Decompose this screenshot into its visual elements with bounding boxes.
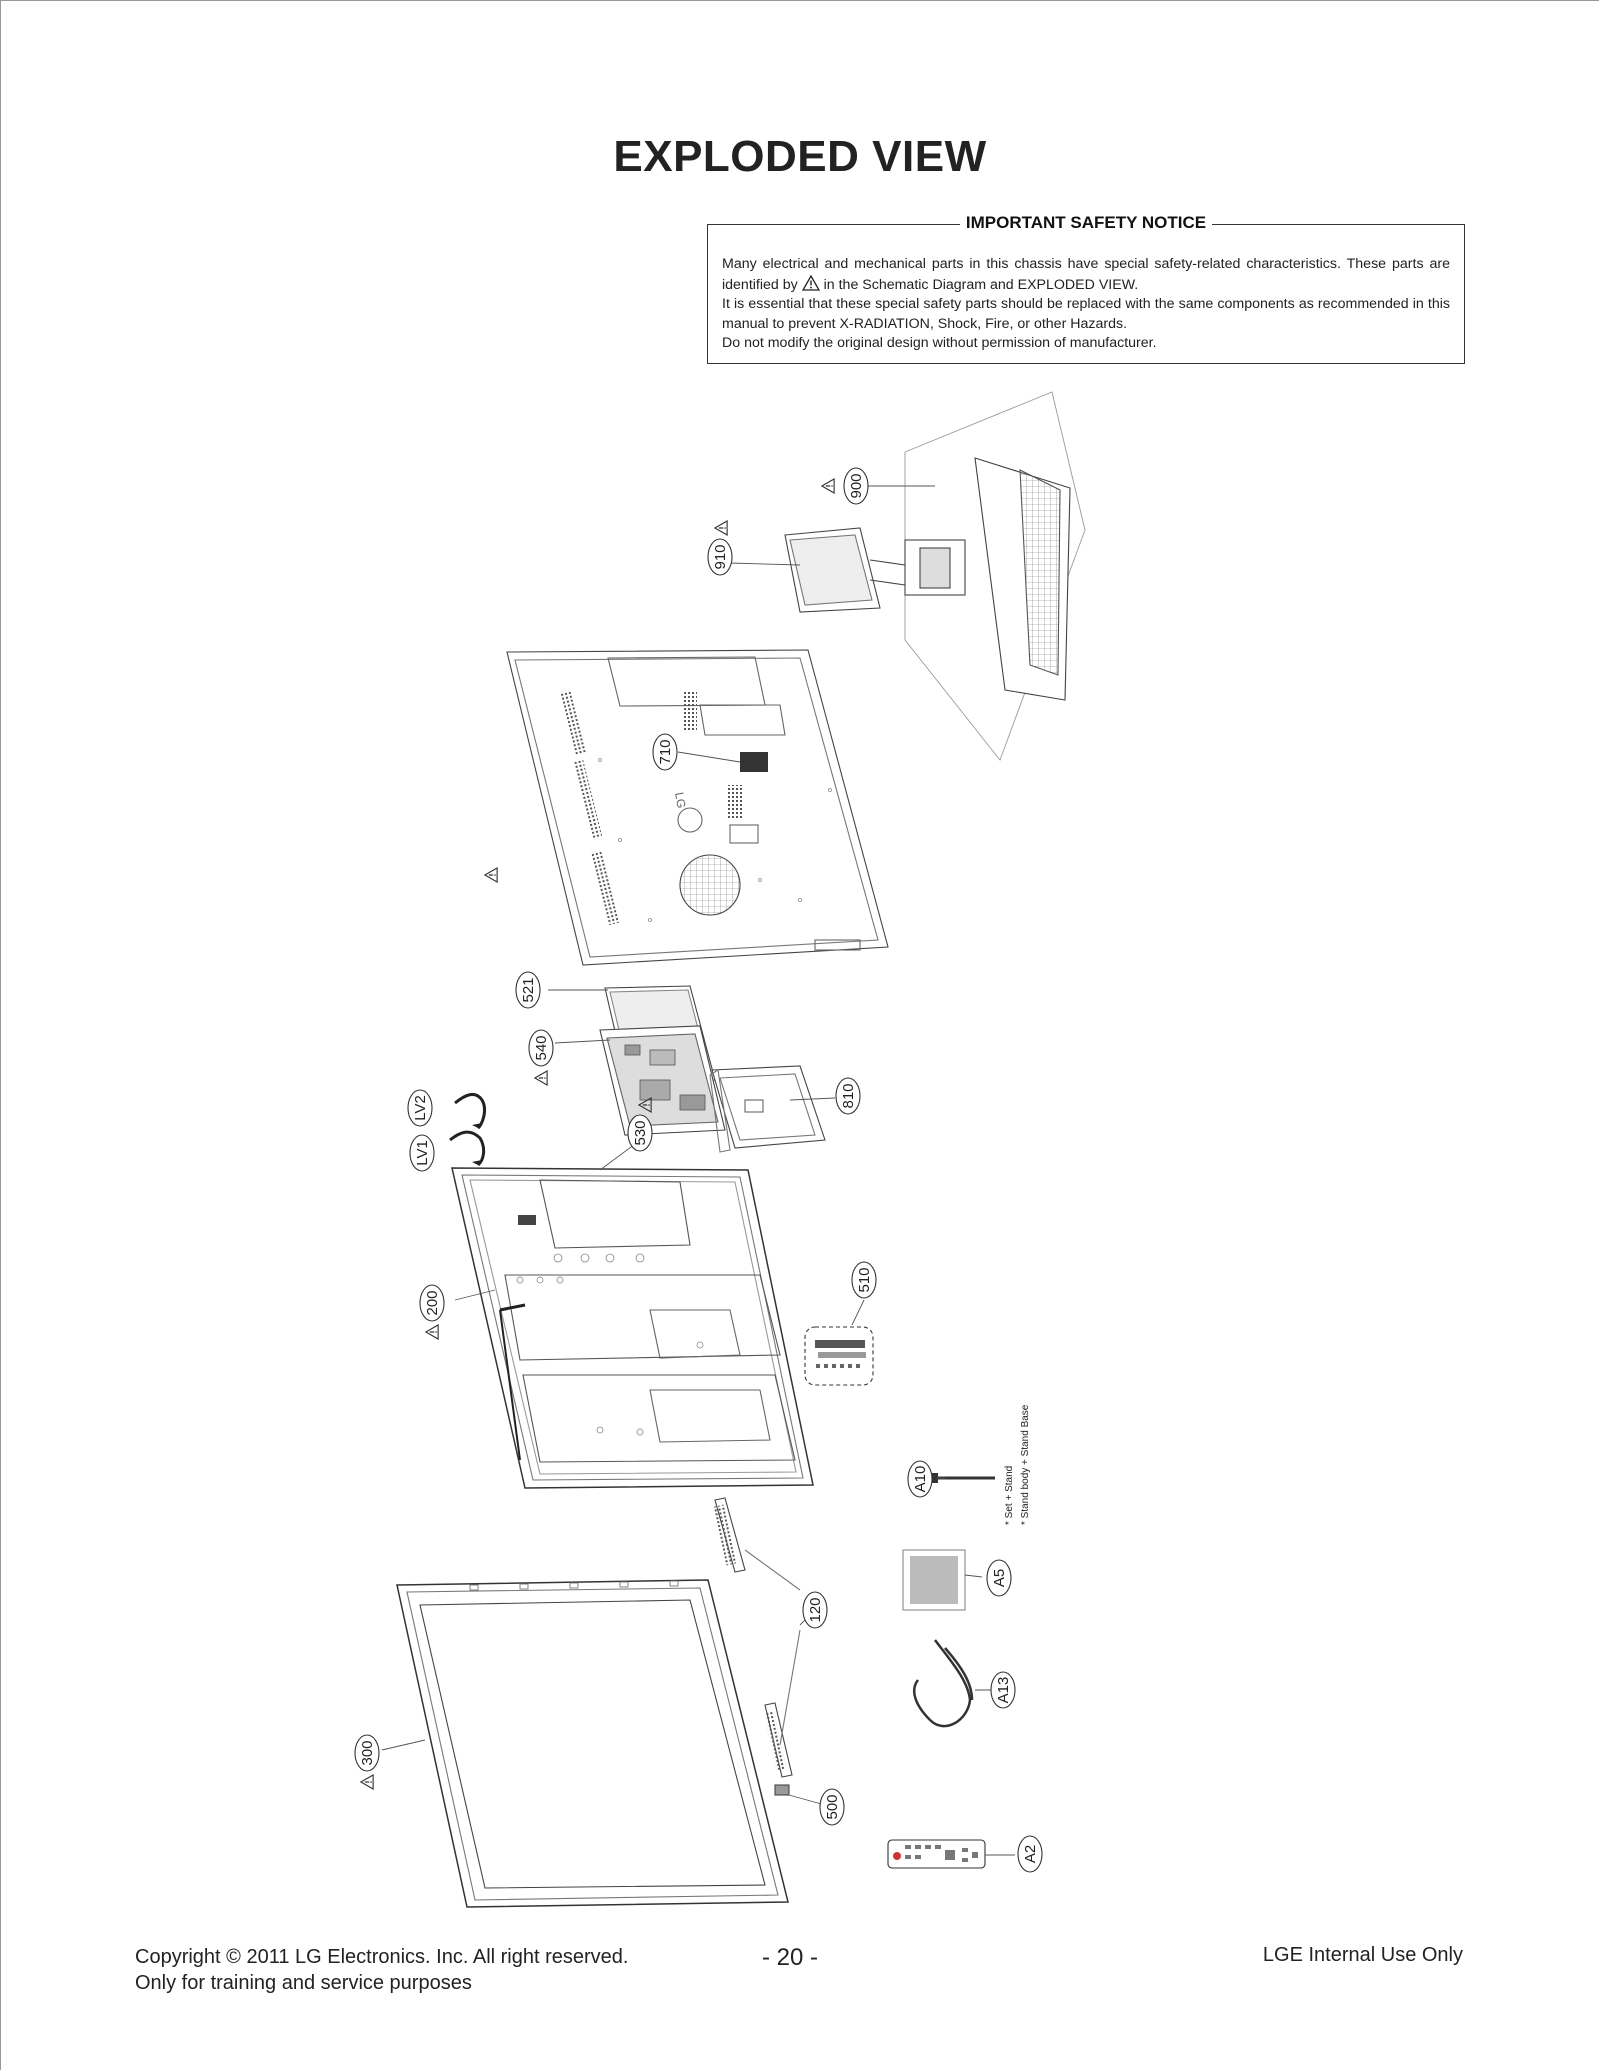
stand-base-grid: [1019, 469, 1061, 676]
cables-group: [449, 1092, 486, 1167]
part-label-540: 540: [533, 1035, 550, 1060]
part-label-530: 530: [632, 1120, 649, 1145]
vent-strip-2: [573, 759, 603, 841]
warning-triangle-icon: [801, 274, 820, 291]
front-panel-group: [396, 1579, 789, 1908]
cable-lv2: [454, 1092, 486, 1130]
notice-line-3: Do not modify the original design withou…: [722, 335, 1157, 351]
keyboard-510-group: [804, 1326, 874, 1386]
part-label-a13: A13: [995, 1677, 1012, 1704]
part-label-710: 710: [657, 739, 674, 764]
bracket-810: [711, 1065, 826, 1149]
remote-a2: [887, 1839, 986, 1869]
vent-strip-1: [560, 689, 586, 756]
frame-upper-panel: [539, 1179, 691, 1249]
notice-line-1: Many electrical and mechanical parts in …: [722, 256, 1450, 293]
footer-copyright: Copyright © 2011 LG Electronics. Inc. Al…: [135, 1946, 629, 1968]
safety-notice-box: IMPORTANT SAFETY NOTICE Many electrical …: [707, 213, 1465, 364]
safety-notice-heading-wrap: IMPORTANT SAFETY NOTICE: [708, 213, 1464, 233]
vent-strip-3: [591, 849, 620, 926]
front-panel-screen: [419, 1599, 766, 1889]
front-panel-outline: [396, 1579, 789, 1908]
footer-purpose: Only for training and service purposes: [135, 1972, 472, 1994]
accessories-group: [887, 1473, 995, 1869]
part-label-900: 900: [848, 473, 865, 498]
part-label-500: 500: [824, 1794, 841, 1819]
accessory-note-line-2: * Stand body + Stand Base: [1020, 1404, 1031, 1525]
part-label-120: 120: [807, 1597, 824, 1622]
page-title: EXPLODED VIEW: [613, 132, 987, 181]
warning-triangle-icon: [425, 1324, 439, 1340]
boards-group: [599, 985, 826, 1153]
notice-line-2: It is essential that these special safet…: [722, 296, 1450, 332]
footer-internal-use: LGE Internal Use Only: [1262, 1944, 1463, 1966]
warning-triangle-icon: [484, 867, 498, 883]
cable-lv1: [449, 1130, 486, 1167]
svg-text:LG: LG: [672, 791, 689, 809]
notice-line-1b: in the Schematic Diagram and EXPLODED VI…: [823, 276, 1139, 293]
main-frame-outline: [451, 1167, 814, 1489]
frame-lower-panel: [522, 1374, 796, 1463]
stand-assembly-group: [784, 391, 1086, 761]
part-label-300: 300: [359, 1740, 376, 1765]
part-label-a2: A2: [1022, 1845, 1039, 1863]
part-label-a5: A5: [991, 1569, 1008, 1587]
page-number: - 20 -: [762, 1944, 819, 1971]
cloth-a5: [902, 1549, 966, 1611]
safety-notice-body: Many electrical and mechanical parts in …: [722, 255, 1450, 354]
part-label-910: 910: [712, 544, 729, 569]
callouts: [354, 467, 1043, 1873]
part-label-lv1: LV1: [414, 1140, 431, 1166]
main-frame-group: [451, 1167, 814, 1489]
warning-triangle-icon: [534, 1070, 548, 1086]
accessory-note-line-1: * Set + Stand: [1004, 1466, 1015, 1525]
keyboard-510-dashed-box: [804, 1326, 874, 1386]
part-label-810: 810: [840, 1083, 857, 1108]
warning-triangle-icon: [360, 1774, 374, 1790]
footer-copyright-block: Copyright © 2011 LG Electronics. Inc. Al…: [135, 1944, 628, 1996]
ir-board-500: [774, 1784, 790, 1796]
part-label-510: 510: [856, 1267, 873, 1292]
glasses-a13: [913, 1639, 974, 1728]
part-label-lv2: LV2: [412, 1095, 429, 1121]
speaker-grille: [679, 854, 741, 916]
back-cover-group: LG: [506, 649, 889, 966]
warning-triangle-icon: [714, 520, 728, 536]
speakers-group: [713, 1497, 801, 1796]
part-label-a10: A10: [912, 1466, 929, 1493]
safety-notice-heading: IMPORTANT SAFETY NOTICE: [959, 213, 1213, 232]
part-label-200: 200: [424, 1290, 441, 1315]
warning-triangle-icon: [821, 478, 835, 494]
frame-middle-panel: [504, 1274, 781, 1361]
part-label-521: 521: [520, 977, 537, 1002]
